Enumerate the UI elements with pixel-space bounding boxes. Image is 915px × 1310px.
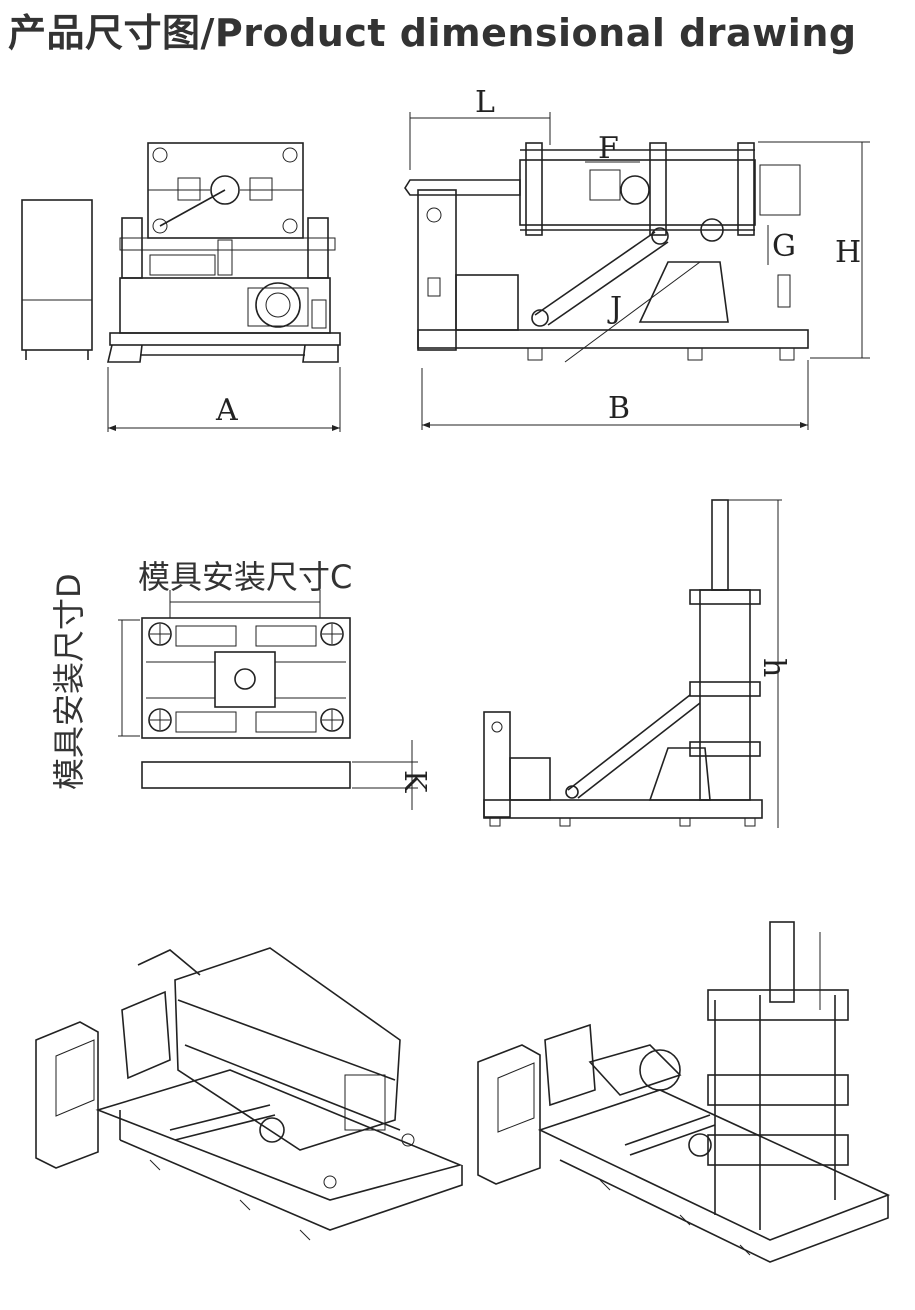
side-view: L F G H J B [404, 85, 870, 430]
mold-width-label: 模具安装尺寸C [138, 558, 352, 596]
dim-label-a: A [215, 393, 238, 428]
dim-label-g: G [772, 229, 796, 264]
dim-label-f: F [598, 131, 619, 166]
mold-plate-view: K 模具安装尺寸C 模具安装尺寸D [50, 558, 432, 810]
dim-label-b: B [608, 391, 630, 426]
page-title: 产品尺寸图/Product dimensional drawing [8, 11, 857, 55]
dim-label-k: K [397, 770, 432, 793]
dim-label-lower-h: h [756, 658, 791, 677]
mold-height-label: 模具安装尺寸D [50, 573, 88, 790]
isometric-view-left [35, 947, 463, 1241]
tilted-side-view: h [483, 499, 791, 828]
front-view: A [21, 142, 341, 432]
dim-label-h: H [835, 235, 861, 270]
dim-label-l: L [475, 85, 495, 120]
isometric-view-right [477, 921, 891, 1263]
dim-label-j: J [607, 291, 622, 326]
